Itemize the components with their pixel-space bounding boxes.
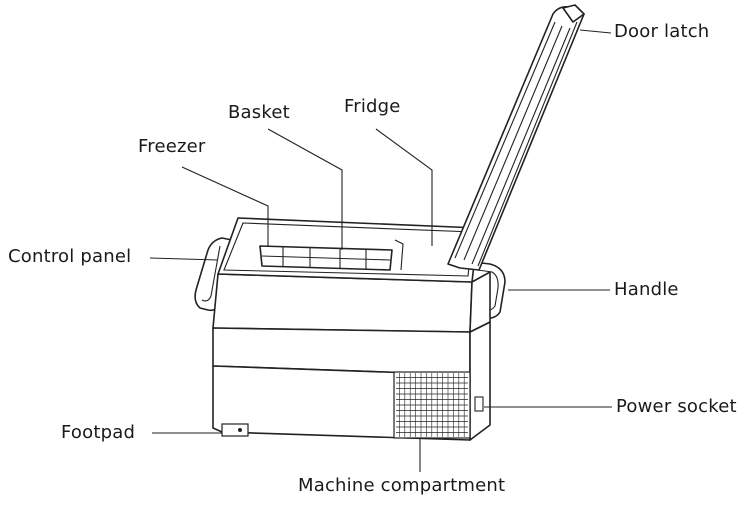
upper-body	[212, 273, 473, 333]
label-fridge: Fridge	[344, 96, 401, 117]
vent-grille	[393, 371, 471, 439]
label-power-socket: Power socket	[616, 396, 737, 417]
label-machine-compartment: Machine compartment	[298, 475, 506, 496]
label-footpad: Footpad	[61, 422, 136, 443]
power-socket	[474, 396, 484, 412]
leader-lines	[149, 29, 612, 472]
label-door-latch: Door latch	[614, 21, 710, 42]
lid	[447, 4, 585, 271]
footpad	[221, 423, 249, 437]
label-basket: Basket	[228, 102, 290, 123]
basket	[259, 245, 393, 271]
label-handle: Handle	[614, 279, 679, 300]
label-freezer: Freezer	[138, 136, 206, 157]
label-control-panel: Control panel	[8, 246, 132, 267]
